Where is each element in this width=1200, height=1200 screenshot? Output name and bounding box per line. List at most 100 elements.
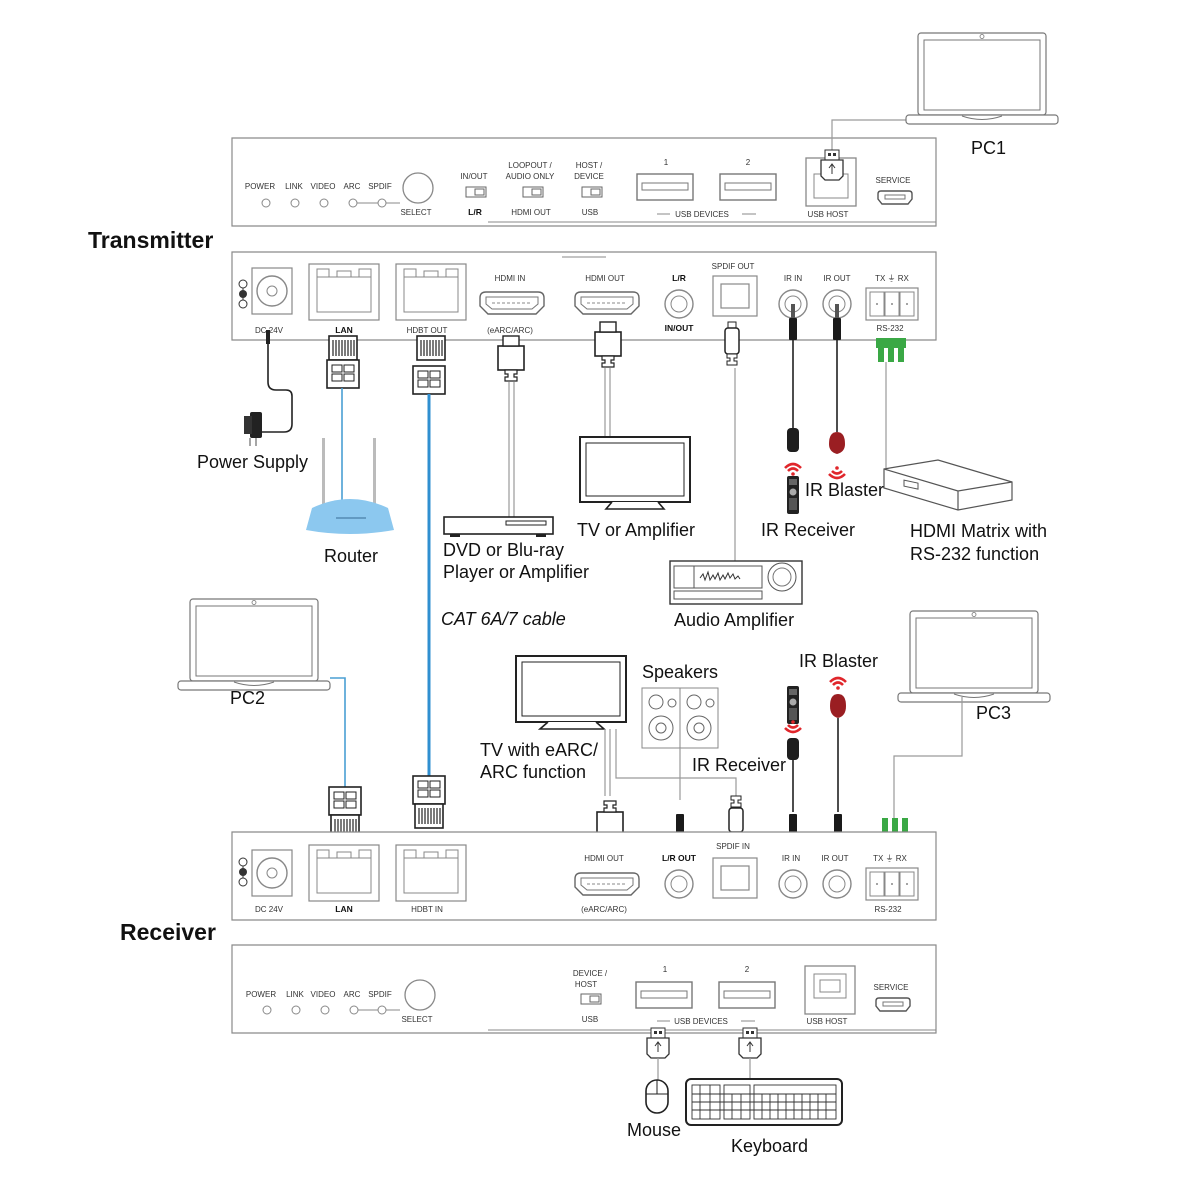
ir-receiver-rx-icon: [783, 686, 803, 760]
link-led: [290, 198, 300, 208]
rx-polarity-icon: [238, 857, 248, 887]
cable-label: CAT 6A/7 cable: [441, 609, 566, 629]
hdmi-in-sublabel: (eARC/ARC): [487, 326, 533, 335]
rx-video-led: [320, 1005, 330, 1015]
hdmi-out-port[interactable]: [574, 291, 640, 315]
lr-switch[interactable]: [465, 186, 487, 198]
ir-blaster-tx-label: IR Blaster: [805, 480, 884, 500]
led-label-spdif: SPDIF: [368, 182, 392, 191]
switch-lr-bottom: L/R: [468, 207, 482, 217]
pc3-label: PC3: [976, 703, 1011, 723]
spdif-plug: [724, 321, 740, 366]
dvd-label-1: DVD or Blu-ray: [443, 540, 564, 560]
rx-lr-label: L/R OUT: [662, 853, 697, 863]
rs232-green-terminal: [876, 338, 906, 362]
rs232-port[interactable]: [865, 287, 919, 321]
pc3-laptop-icon: [897, 610, 1051, 703]
hdmi-in-port[interactable]: [479, 291, 545, 315]
usb-device-port-2[interactable]: [719, 173, 777, 201]
rx-led-label-link: LINK: [286, 990, 304, 999]
pc1-label: PC1: [971, 138, 1006, 158]
rx-rs232-label: RS-232: [874, 905, 902, 914]
rx-lan-plug: [328, 786, 362, 816]
transmitter-cables: [244, 119, 912, 776]
spdif-out-port[interactable]: [712, 275, 758, 317]
led-label-video: VIDEO: [311, 182, 336, 191]
speakers-label: Speakers: [642, 662, 718, 682]
rx-rs232-port[interactable]: [865, 867, 919, 901]
lr-port[interactable]: [664, 289, 694, 319]
rx-lr-port[interactable]: [664, 869, 694, 899]
tv-earc-icon: [515, 655, 627, 730]
lan-label: LAN: [335, 325, 352, 335]
hdmi-in-plug: [497, 335, 525, 382]
usb-device-port-1[interactable]: [636, 173, 694, 201]
transmitter-front-panel: POWER LINK VIDEO ARC SPDIF SELECT IN/OUT…: [231, 137, 937, 227]
usb-devices-label: USB DEVICES: [675, 210, 729, 219]
lan-plug: [326, 359, 360, 389]
rx-usb-device-port-2[interactable]: [718, 981, 776, 1009]
rx-select-button[interactable]: [404, 979, 436, 1011]
rx-hdmi-out-port[interactable]: [574, 872, 640, 896]
select-button[interactable]: [402, 172, 434, 204]
ir-receiver-tx-label: IR Receiver: [761, 520, 855, 540]
rx-hdbt-in-port[interactable]: [395, 844, 467, 902]
rx-usb-mode-switch[interactable]: [580, 993, 602, 1005]
router-label: Router: [324, 546, 378, 566]
rx-service-port[interactable]: [875, 997, 911, 1012]
service-label: SERVICE: [876, 176, 911, 185]
lan-port[interactable]: [308, 263, 380, 321]
ir-blaster-tx-icon: [827, 432, 847, 480]
rx-dc-port[interactable]: [251, 849, 293, 897]
hdmi-out-label: HDMI OUT: [585, 274, 625, 283]
tv-icon: [579, 436, 691, 510]
lr-sublabel: IN/OUT: [665, 323, 695, 333]
usb-port-1-number: 1: [664, 158, 669, 167]
rx-lan-port[interactable]: [308, 844, 380, 902]
rx-usb-device-port-1[interactable]: [635, 981, 693, 1009]
rs232-top-label: TX ⏚ RX: [875, 274, 909, 283]
service-port[interactable]: [877, 190, 913, 205]
usb-mode-switch[interactable]: [581, 186, 603, 198]
hdmi-out-switch[interactable]: [522, 186, 544, 198]
receiver-title: Receiver: [120, 919, 216, 945]
switch-usb-top-1: HOST /: [576, 161, 603, 170]
router-icon: [306, 438, 394, 534]
hdmi-matrix-icon: [883, 459, 1013, 511]
rx-ir-in-port[interactable]: [778, 869, 808, 899]
dvd-label-2: Player or Amplifier: [443, 562, 589, 582]
dc-port[interactable]: [251, 267, 293, 315]
transmitter-rear-panel: DC 24V LAN HDBT OUT HDMI IN (eARC/ARC) H…: [231, 251, 937, 341]
hdmi-matrix-label-2: RS-232 function: [910, 544, 1039, 564]
rx-usb-host-label: USB HOST: [807, 1017, 848, 1026]
rx-hdbt-plug-head: [414, 803, 444, 829]
ir-receiver-tx-icon: [783, 428, 803, 514]
pc1-laptop: [905, 32, 1059, 125]
rx-spdif-label: SPDIF IN: [716, 842, 750, 851]
rx-usb-port-1-number: 1: [663, 965, 668, 974]
video-led: [319, 198, 329, 208]
rx-usb-host-port[interactable]: [804, 965, 856, 1015]
hdbt-plug: [412, 365, 446, 395]
rx-ir-out-port[interactable]: [822, 869, 852, 899]
tv-earc-label-2: ARC function: [480, 762, 586, 782]
rx-power-led: [262, 1005, 272, 1015]
hdmi-matrix-label-1: HDMI Matrix with: [910, 521, 1047, 541]
rs232-label: RS-232: [876, 324, 904, 333]
rx-rs232-top-label: TX ⏚ RX: [873, 854, 907, 863]
hdbt-label: HDBT OUT: [407, 326, 448, 335]
pc2-label: PC2: [230, 688, 265, 708]
arc-led: [348, 198, 358, 208]
rx-hdbt-plug: [412, 775, 446, 805]
rx-led-label-arc: ARC: [344, 990, 361, 999]
hdbt-out-port[interactable]: [395, 263, 467, 321]
rx-spdif-in-port[interactable]: [712, 857, 758, 899]
rx-ir-in-label: IR IN: [782, 854, 800, 863]
rx-led-label-power: POWER: [246, 990, 276, 999]
spdif-out-label: SPDIF OUT: [712, 262, 755, 271]
ir-blaster-rx-icon: [828, 676, 848, 718]
ir-out-label: IR OUT: [823, 274, 850, 283]
rx-arc-led: [349, 1005, 359, 1015]
receiver-cables: [328, 718, 910, 850]
rx-lan-label: LAN: [335, 904, 352, 914]
